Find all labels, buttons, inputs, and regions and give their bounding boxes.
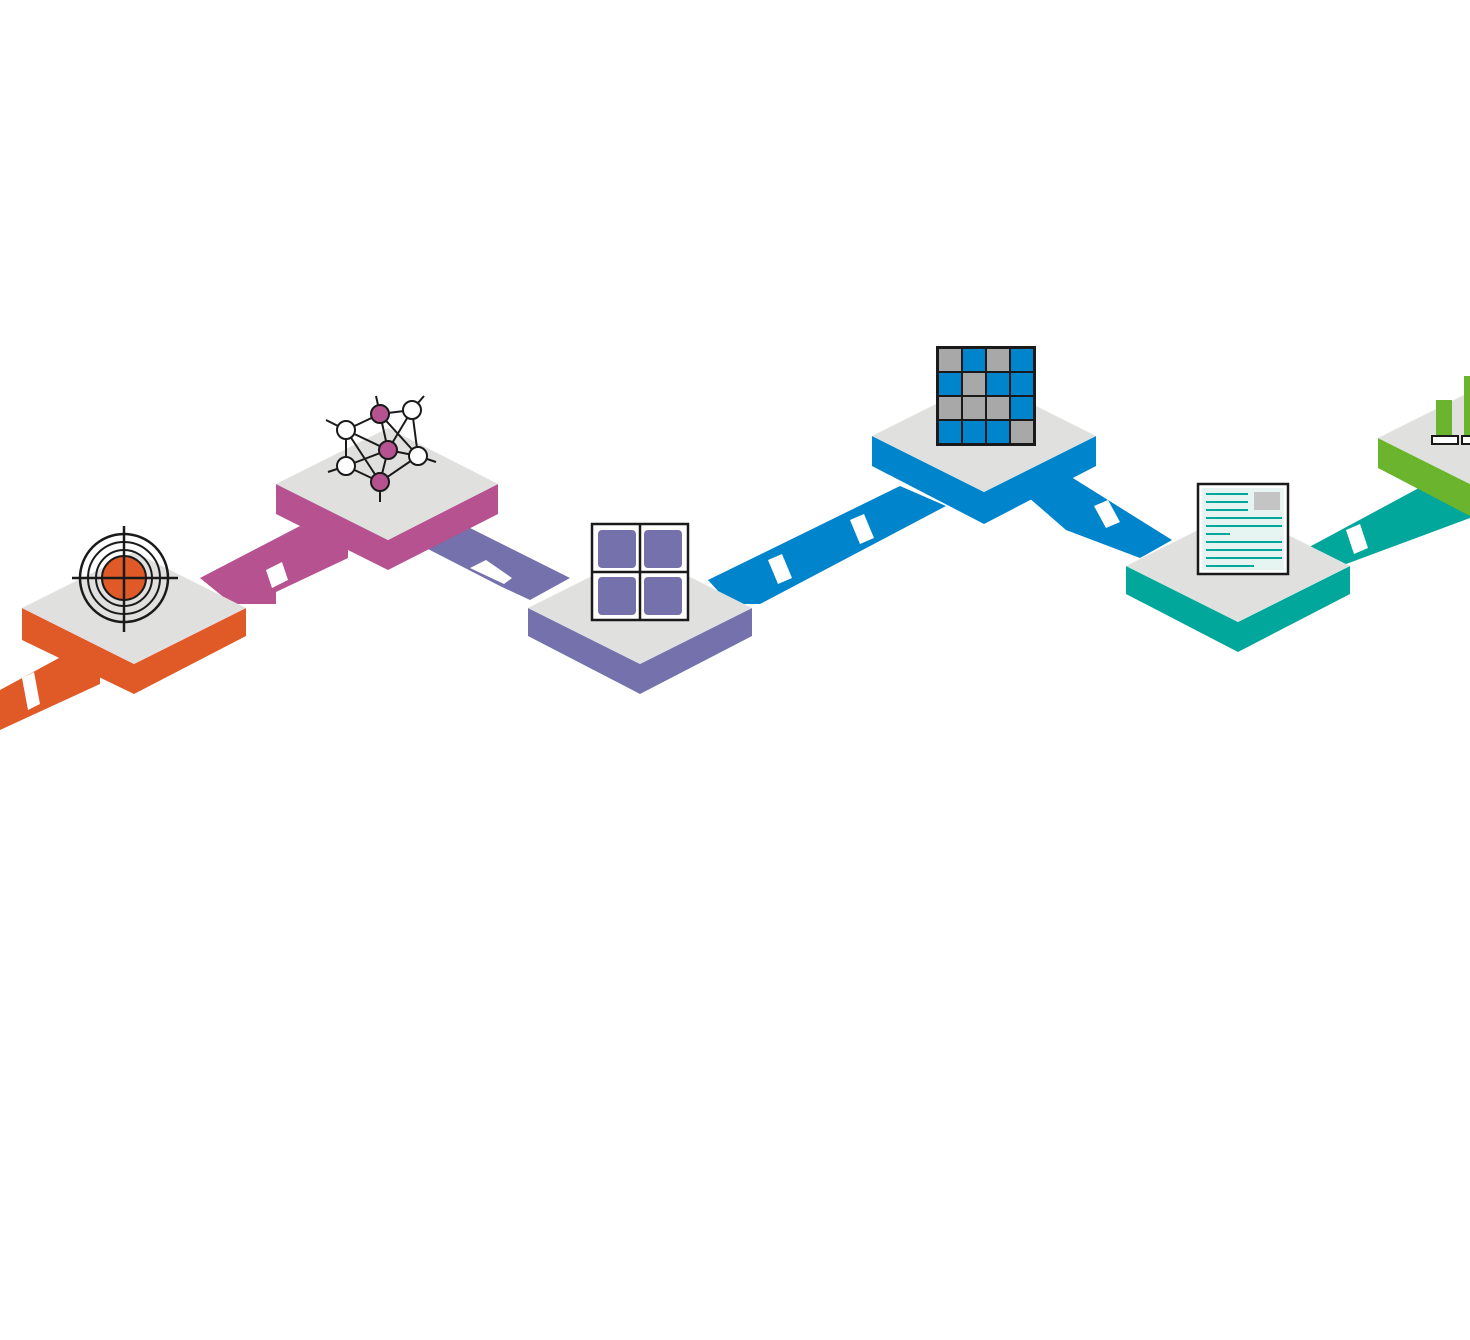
heatmap-cell xyxy=(963,421,985,443)
heatmap-cell xyxy=(939,373,961,395)
step-1-platform xyxy=(22,552,246,694)
heatmap-cell xyxy=(987,421,1009,443)
network-graph-icon xyxy=(325,395,437,502)
connector-step-3-to-step-4 xyxy=(708,486,946,604)
heatmap-cell xyxy=(1011,421,1033,443)
target-icon xyxy=(72,526,178,632)
connector-step-1-to-step-2 xyxy=(200,526,348,604)
heatmap-cell xyxy=(987,397,1009,419)
heatmap-cell xyxy=(939,349,961,371)
heatmap-cell xyxy=(1011,349,1033,371)
heatmap-cell xyxy=(963,349,985,371)
heatmap-cell xyxy=(963,397,985,419)
heatmap-cell xyxy=(939,397,961,419)
connector-step-4-to-step-5 xyxy=(1020,470,1172,558)
heatmap-matrix-icon xyxy=(936,346,1036,446)
bar-chart-icon xyxy=(1431,376,1470,445)
heatmap-cell xyxy=(987,373,1009,395)
heatmap-cell xyxy=(939,421,961,443)
four-panel-grid-icon xyxy=(590,522,690,622)
connector-start-to-step-1 xyxy=(0,652,100,730)
heatmap-cell xyxy=(987,349,1009,371)
connector-step-5-to-step-6 xyxy=(1300,482,1470,570)
heatmap-cell xyxy=(963,373,985,395)
document-report-icon xyxy=(1196,482,1290,576)
heatmap-cell xyxy=(1011,373,1033,395)
connector-step-2-to-step-3 xyxy=(426,528,570,600)
heatmap-cell xyxy=(1011,397,1033,419)
